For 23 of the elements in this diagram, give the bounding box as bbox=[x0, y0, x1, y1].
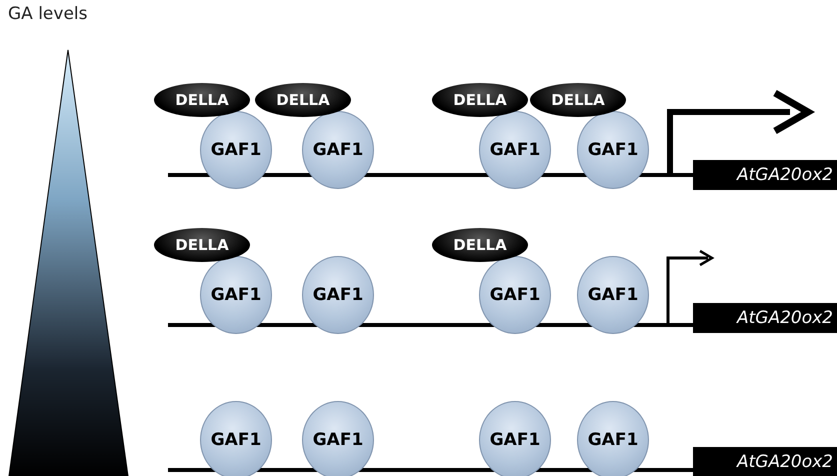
gaf1-protein-circle: GAF1 bbox=[577, 401, 649, 476]
della-protein-oval: DELLA bbox=[432, 228, 528, 262]
axis-title: GA levels bbox=[8, 4, 88, 24]
gaf1-protein-circle: GAF1 bbox=[302, 256, 374, 334]
gene-box: AtGA20ox2 bbox=[693, 447, 837, 476]
gaf1-protein-circle: GAF1 bbox=[479, 111, 551, 189]
gaf1-protein-circle: GAF1 bbox=[200, 401, 272, 476]
della-protein-oval: DELLA bbox=[154, 83, 250, 117]
gaf1-protein-circle: GAF1 bbox=[577, 256, 649, 334]
gaf1-protein-circle: GAF1 bbox=[302, 111, 374, 189]
gaf1-protein-circle: GAF1 bbox=[302, 401, 374, 476]
gaf1-protein-circle: GAF1 bbox=[479, 256, 551, 334]
della-protein-oval: DELLA bbox=[154, 228, 250, 262]
gene-box: AtGA20ox2 bbox=[693, 303, 837, 333]
gaf1-protein-circle: GAF1 bbox=[200, 256, 272, 334]
della-protein-oval: DELLA bbox=[530, 83, 626, 117]
gaf1-protein-circle: GAF1 bbox=[200, 111, 272, 189]
gradient-triangle bbox=[8, 50, 129, 476]
della-protein-oval: DELLA bbox=[255, 83, 351, 117]
gene-box: AtGA20ox2 bbox=[693, 160, 837, 190]
gaf1-protein-circle: GAF1 bbox=[577, 111, 649, 189]
della-protein-oval: DELLA bbox=[432, 83, 528, 117]
gaf1-protein-circle: GAF1 bbox=[479, 401, 551, 476]
